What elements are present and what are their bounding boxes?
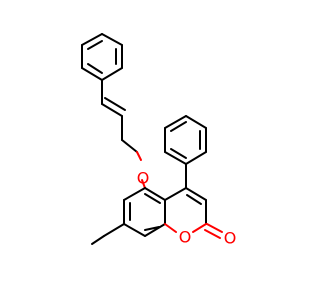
bond [144, 187, 166, 201]
bond [87, 40, 103, 50]
bond [121, 139, 138, 153]
bond [136, 151, 142, 161]
bond [170, 121, 187, 132]
bond [164, 151, 187, 165]
bond [123, 223, 146, 237]
atom-labels: O O O [137, 169, 237, 248]
bond [123, 187, 146, 201]
bond [206, 223, 223, 233]
bond [185, 115, 207, 129]
bond [101, 67, 123, 81]
atom-o-carbonyl: O [224, 229, 237, 248]
bond [164, 223, 177, 233]
bond [185, 187, 207, 201]
bond [164, 115, 187, 129]
bond [170, 148, 187, 159]
bond [81, 67, 103, 81]
bond [164, 187, 187, 201]
bond [141, 179, 146, 189]
bond [101, 103, 123, 117]
bonds [81, 33, 223, 245]
bond [91, 235, 105, 245]
bond [204, 229, 221, 239]
bond [87, 63, 103, 74]
bond [144, 226, 160, 231]
bond [192, 223, 207, 233]
bond [103, 223, 125, 237]
bond [101, 33, 123, 46]
atom-o-ring: O [179, 228, 192, 247]
bond [104, 97, 126, 111]
bond [186, 194, 202, 205]
bond [144, 223, 166, 237]
bond [185, 151, 207, 165]
atom-o-ether: O [137, 169, 150, 188]
bond [81, 33, 103, 46]
chemical-structure: O O O [81, 33, 237, 248]
bond [144, 193, 161, 204]
